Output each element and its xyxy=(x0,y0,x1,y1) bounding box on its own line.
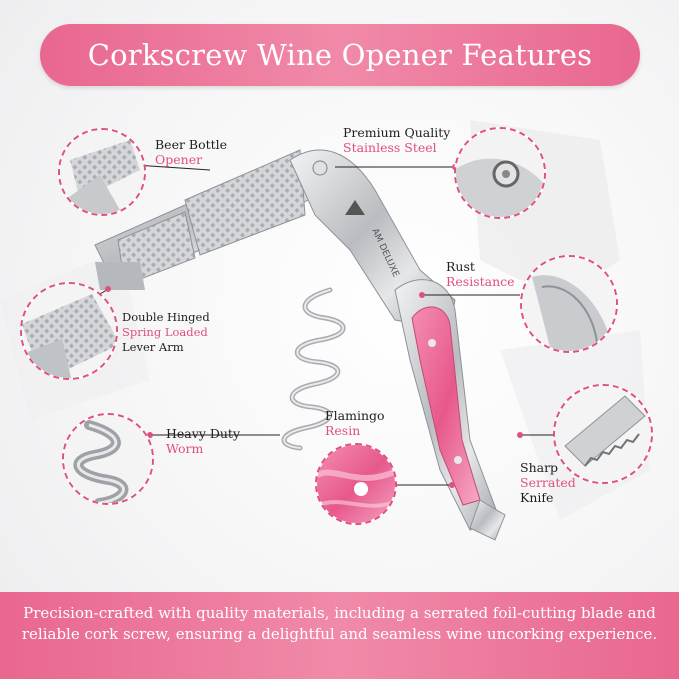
zoom-circle-flamingo-resin xyxy=(315,443,397,525)
zoom-circle-worm xyxy=(62,413,154,505)
callout-heavy-duty-worm: Heavy Duty Worm xyxy=(166,426,240,456)
callout-hinged-line2: Spring Loaded xyxy=(122,325,208,339)
zoom-circle-rust-resistance xyxy=(520,255,618,353)
callout-beer-line2: Opener xyxy=(155,152,203,167)
callout-double-hinged: Double Hinged Spring Loaded Lever Arm xyxy=(122,310,210,355)
callout-rust-line1: Rust xyxy=(446,259,475,274)
callout-beer-bottle-opener: Beer Bottle Opener xyxy=(155,137,227,167)
callout-rust-line2: Resistance xyxy=(446,274,515,289)
zoom-circle-serrated-knife xyxy=(553,384,653,484)
callout-hinged-line3: Lever Arm xyxy=(122,340,184,354)
callout-knife-line2: Serrated xyxy=(520,475,576,490)
zoom-circle-double-hinged xyxy=(20,282,118,380)
page-title: Corkscrew Wine Opener Features xyxy=(87,38,593,72)
zoom-circle-premium-steel xyxy=(454,127,546,219)
callout-serrated-knife: Sharp Serrated Knife xyxy=(520,460,576,505)
title-banner: Corkscrew Wine Opener Features xyxy=(40,24,640,86)
callout-rust-resistance: Rust Resistance xyxy=(446,259,515,289)
callout-beer-line1: Beer Bottle xyxy=(155,137,228,152)
callout-premium-line2: Stainless Steel xyxy=(343,140,437,155)
callout-worm-line2: Worm xyxy=(166,441,204,456)
description-text: Precision-crafted with quality materials… xyxy=(21,604,658,643)
callout-hinged-line1: Double Hinged xyxy=(122,310,210,324)
callout-knife-line3: Knife xyxy=(520,490,554,505)
zoom-circle-beer-opener xyxy=(58,128,146,216)
callout-knife-line1: Sharp xyxy=(520,460,559,475)
callout-premium-line1: Premium Quality xyxy=(343,125,451,140)
callout-worm-line1: Heavy Duty xyxy=(166,426,241,441)
callout-flamingo-line1: Flamingo xyxy=(325,408,385,423)
handle xyxy=(394,279,506,541)
callout-flamingo-resin: Flamingo Resin xyxy=(325,408,385,438)
description-band xyxy=(0,592,679,679)
callout-flamingo-line2: Resin xyxy=(325,423,361,438)
corkscrew-worm xyxy=(281,287,346,451)
callout-premium-quality: Premium Quality Stainless Steel xyxy=(343,125,450,155)
